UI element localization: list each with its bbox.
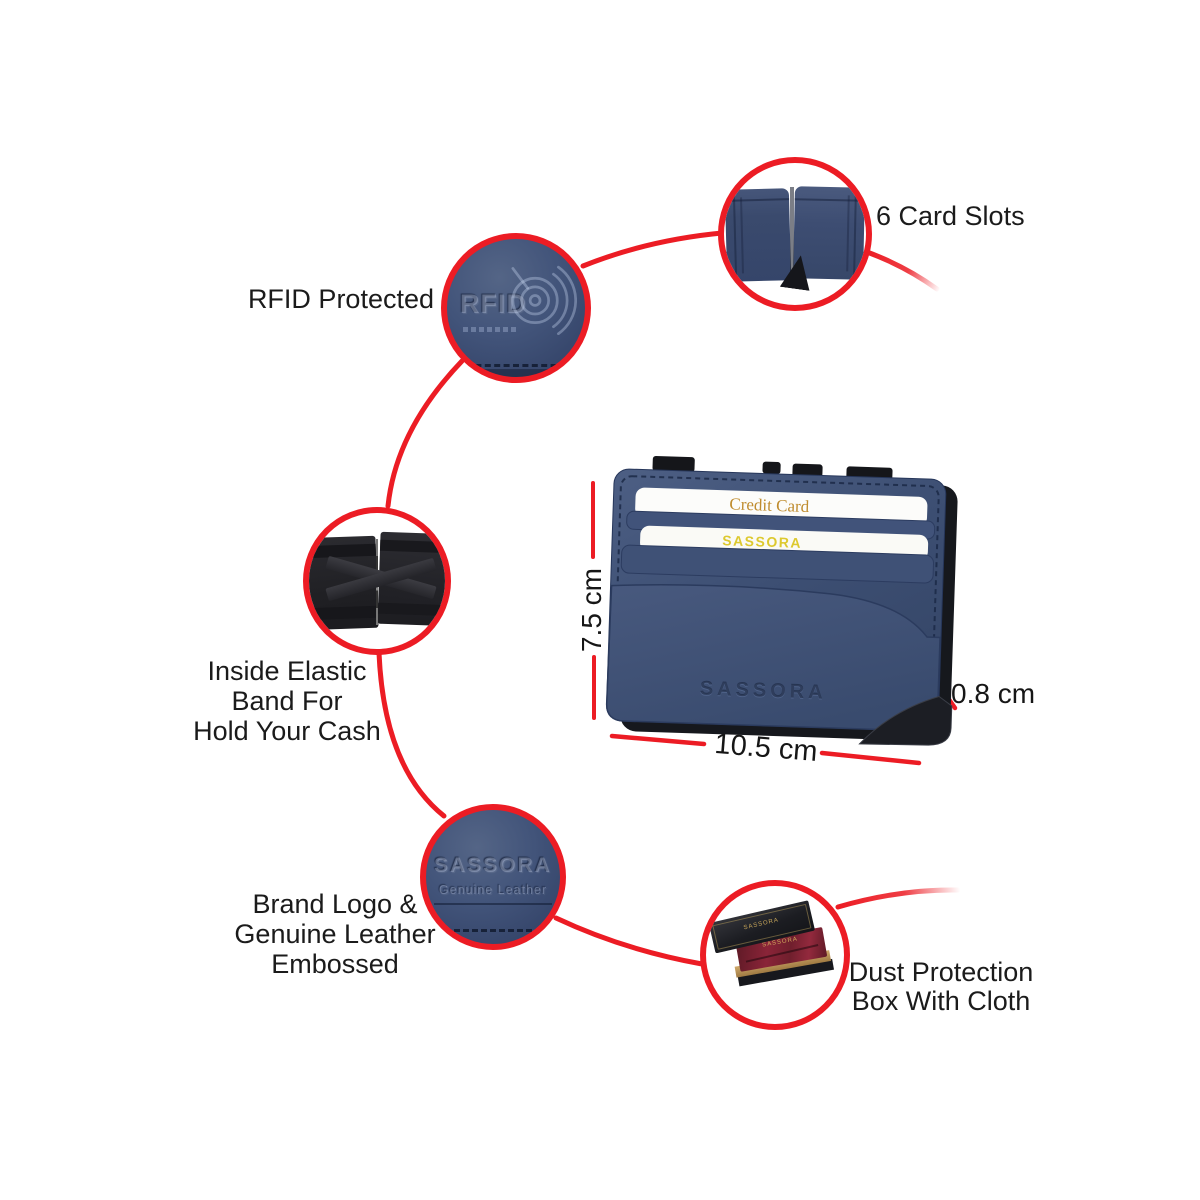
label-line: Box With Cloth [851,986,1031,1016]
wallet-emboss-logo: SASSORA [699,678,827,704]
label-line: Dust Protection [848,957,1034,987]
cardslots-right-panel [793,186,865,280]
slot-seam [740,197,744,274]
feature-bubble-elastic [303,507,451,655]
brand-emboss-subtext: Genuine Leather [438,883,548,897]
width-line-right [819,750,922,766]
slot-seam [732,193,738,278]
label-line: Hold Your Cash [193,716,381,746]
feature-bubble-rfid: RFID [441,233,591,383]
feature-label-card-slots: 6 Card Slots [876,201,1025,231]
feature-label-dustbox: Dust Protection Box With Cloth [816,958,1066,1016]
elastic-strap [377,602,445,617]
rfid-emboss-text: RFID [460,289,527,319]
slot-seam [846,195,850,272]
brand-seam-line [434,903,552,905]
feature-bubble-brand: SASSORA Genuine Leather [420,804,566,950]
width-line-left [609,733,707,747]
rfid-emboss-subtext-dashes [463,327,517,332]
arc-cardslots-fade-tail [864,249,940,292]
arc-elastic-to-brand [376,650,447,819]
arc-rfid-to-cardslots [580,230,725,269]
connector-arcs [376,230,961,967]
label-line: Brand Logo & [252,889,418,919]
elastic-strap [309,543,377,559]
arc-dustbox-fade-tail [835,887,961,910]
dimension-thickness-label: 0.8 cm [951,678,1036,709]
rfid-waves-icon [511,265,577,335]
feature-label-rfid: RFID Protected [247,284,434,314]
rfid-bottom-stitch [466,364,566,367]
feature-label-brand: Brand Logo & Genuine Leather Embossed [210,889,460,979]
brand-emboss-logo: SASSORA [434,854,552,877]
panel-gap-shadow [790,187,794,281]
rfid-bottom-edge [458,369,574,377]
wallet-main-pocket [605,584,941,732]
wallet-slot-lip-2 [620,544,935,584]
cardslots-left-panel [724,188,792,282]
credit-card-text: Credit Card [729,494,810,516]
wallet-emboss-highlight: SASSORA [699,679,827,705]
label-line: Band For [231,686,343,716]
slot-seam [853,191,857,276]
inner-card-brand-text: SASSORA [722,532,802,551]
feature-bubble-card-slots [718,157,872,311]
label-line: Genuine Leather [234,919,436,949]
feature-label-elastic: Inside Elastic Band For Hold Your Cash [162,656,412,746]
elastic-strap [309,605,379,621]
wallet-illustration: Credit Card SASSORA SASSORA SASSORA [605,455,958,746]
label-line: Inside Elastic [207,656,367,686]
brand-bottom-stitch [444,929,542,932]
label-line: Embossed [271,949,399,979]
elastic-strap [379,539,445,554]
wallet-black-corner [858,695,953,746]
arc-rfid-to-elastic [385,358,465,509]
feature-bubble-dustbox: SASSORA SASSORA [700,880,850,1030]
dimension-height-label: 7.5 cm [576,567,607,653]
arc-brand-to-dustbox [553,915,705,967]
